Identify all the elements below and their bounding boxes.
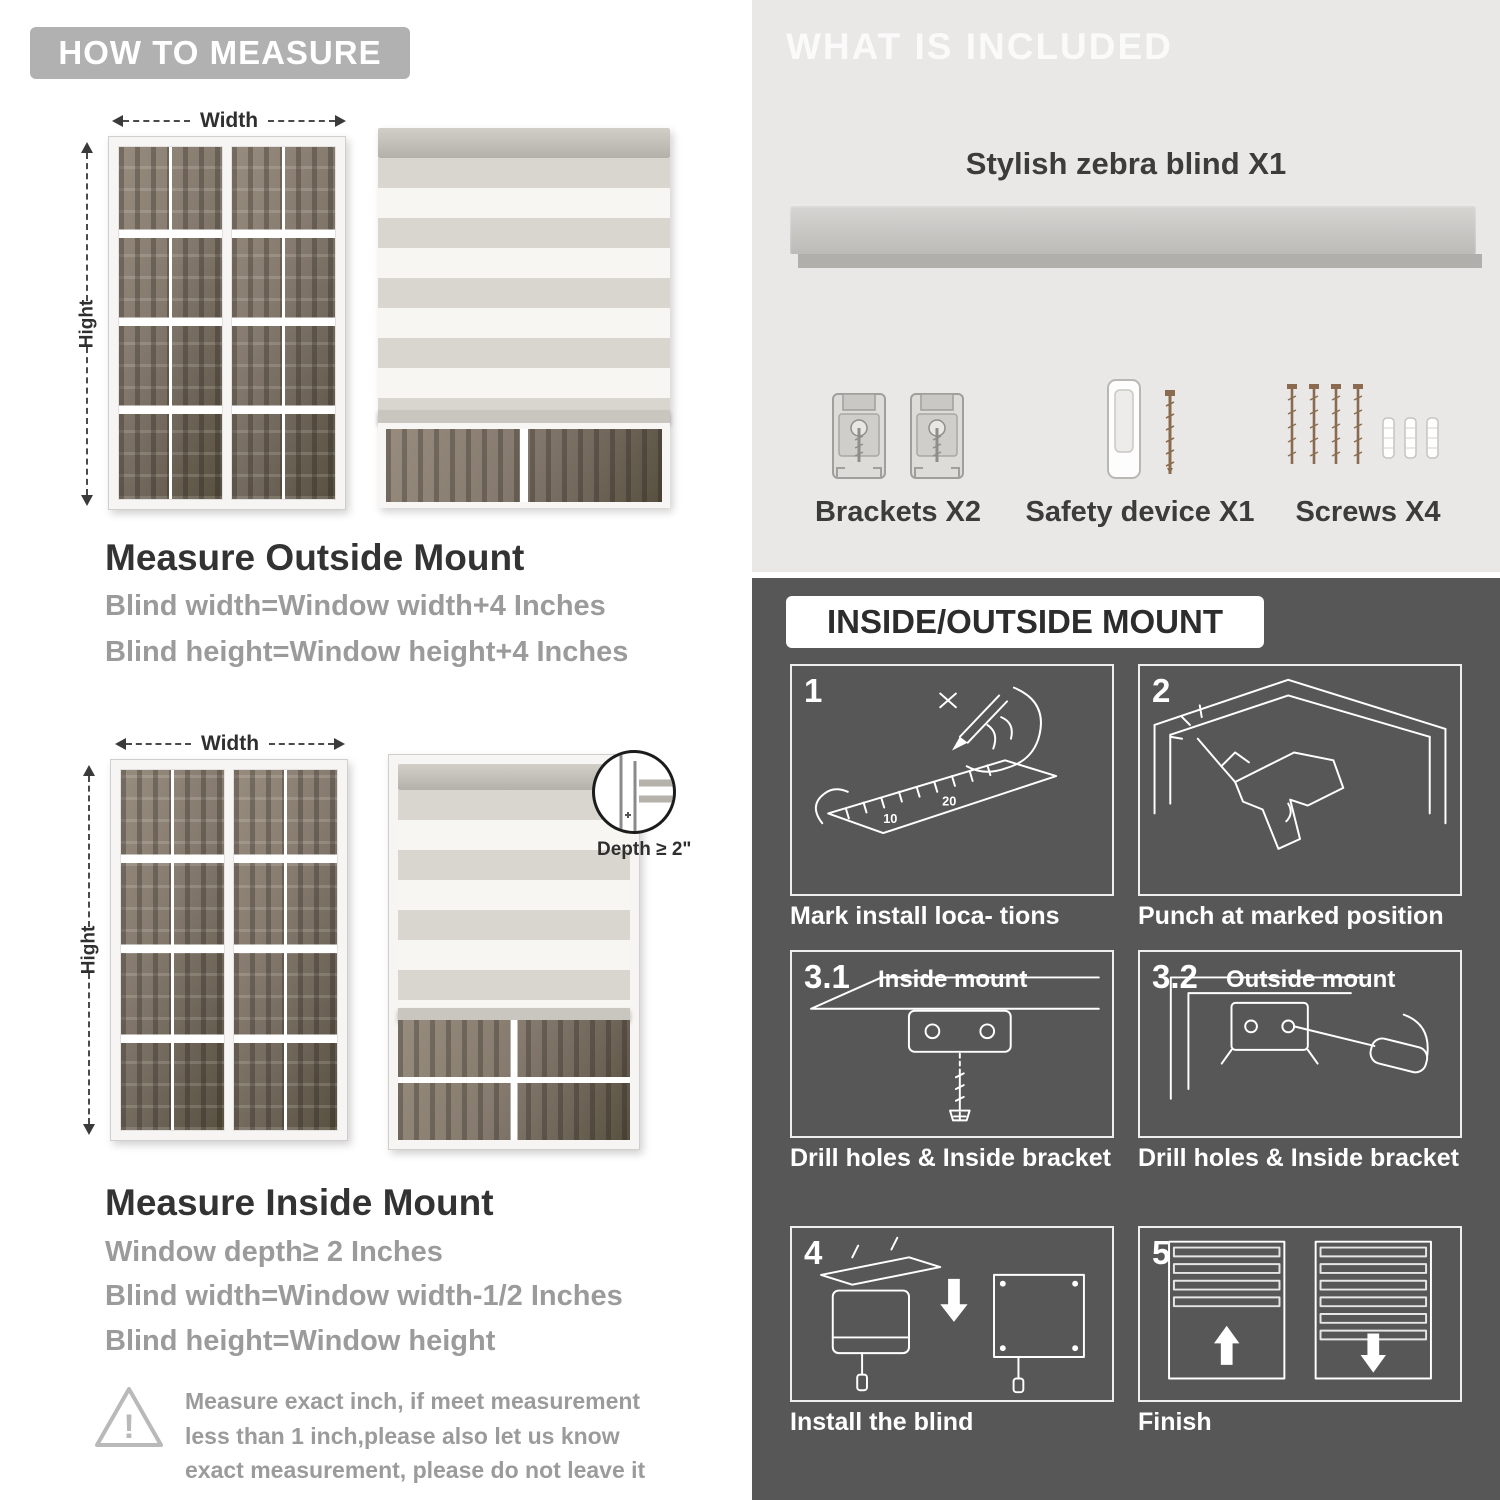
svg-text:10: 10 [883,811,897,826]
arrow-up-icon [81,142,93,153]
depth-requirement-label: Depth ≥ 2" [597,839,692,860]
measurement-warning-text: Measure exact inch, if meet measurement … [185,1388,646,1483]
blind-bottom-rail [398,1008,630,1020]
screws-icon [1287,384,1439,464]
outside-bracket-drawing [1169,976,1429,1100]
step-number: 2 [1152,672,1171,709]
outside-mount-heading: Measure Outside Mount [105,537,525,578]
inside-mount-heading: Measure Inside Mount [105,1182,494,1223]
step-3-1-box: 3.1 Inside mount [790,950,1114,1138]
outside-mount-rule-height: Blind height=Window height+4 Inches [105,636,629,668]
step-3-1-caption: Drill holes & Inside bracket [790,1144,1111,1172]
window-illustration-outside [108,136,346,510]
height-dimension-arrow-2: Hight [78,765,100,1135]
zebra-blind-outside-mount [378,128,670,508]
svg-text:!: ! [123,1408,134,1446]
window-sash-right [233,769,338,1131]
what-is-included-title: WHAT IS INCLUDED [786,26,1173,67]
zebra-blind-inside-mount [388,754,640,1150]
product-name: Stylish zebra blind X1 [965,146,1287,181]
step-2-caption: Punch at marked position [1138,902,1444,930]
arrow-down-icon [83,1124,95,1135]
arrow-left-icon [115,738,126,750]
inside-mount-rule-depth: Window depth≥ 2 Inches [105,1236,443,1268]
window-sash-left [118,146,223,500]
safety-device-label: Safety device X1 [1025,496,1255,528]
included-item-safety-device: Safety device X1 [1018,350,1262,529]
brackets-label: Brackets X2 [814,496,982,528]
arrow-up-icon [83,765,95,776]
height-label: Hight [76,299,98,349]
step-number: 4 [804,1234,823,1271]
height-label: Hight [78,925,100,975]
included-item-brackets: Brackets X2 [792,350,1004,529]
step-3-2-box: 3.2 Outside mount [1138,950,1462,1138]
width-dimension-arrow: Width [112,109,346,132]
blind-stripes [378,158,670,410]
step-number: 1 [804,672,823,709]
step-number: 3.2 [1152,958,1198,995]
arrow-down-icon [81,495,93,506]
mount-banner: INSIDE/OUTSIDE MOUNT [786,596,1264,648]
warning-triangle-icon: ! [92,1383,166,1458]
step-5-box: 5 [1138,1226,1462,1402]
bracket-icon [832,393,886,479]
step-4-box: 4 [790,1226,1114,1402]
outside-mount-sublabel: Outside mount [1226,966,1396,993]
svg-text:20: 20 [942,794,956,809]
step-5-caption: Finish [1138,1408,1212,1436]
screws-label: Screws X4 [1295,496,1441,528]
mount-title: INSIDE/OUTSIDE MOUNT [826,603,1224,640]
blind-headrail [378,128,670,158]
width-label: Width [199,109,259,132]
zebra-blind-headrail-lip [798,254,1482,268]
arrow-left-icon [112,115,123,127]
zebra-blind-headrail-image [790,204,1476,254]
step-1-box: 10 20 1 [790,664,1114,896]
finish-drawing [1168,1240,1432,1380]
blind-bottom-rail [378,410,670,423]
window-below-blind [398,1020,630,1140]
how-to-measure-title: HOW TO MEASURE [58,34,382,71]
inside-mount-sublabel: Inside mount [878,966,1028,993]
step-2-box: 2 [1138,664,1462,896]
window-depth-corner-icon [619,753,673,831]
blind-stripes [398,790,630,1008]
step-3-2-caption: Drill holes & Inside bracket [1138,1144,1459,1172]
window-sash-left [120,769,225,1131]
arrow-right-icon [335,115,346,127]
blind-headrail [398,764,630,790]
arrow-right-icon [334,738,345,750]
depth-detail-magnifier [592,750,676,834]
window-illustration-inside [110,759,348,1141]
bracket-icon [910,393,964,479]
screw-icon [1165,390,1175,474]
window-sash-right [231,146,336,500]
width-label: Width [200,732,260,755]
safety-device-icon [1107,379,1141,479]
how-to-measure-banner: HOW TO MEASURE [30,27,410,79]
mark-locations-drawing: 10 20 [814,686,1058,835]
inside-bracket-drawing [810,976,1100,1122]
install-blind-drawing [820,1236,1085,1394]
window-below-blind [378,423,670,508]
drill-drawing [1153,678,1447,850]
width-dimension-arrow-2: Width [115,732,345,755]
inside-mount-rule-width: Blind width=Window width-1/2 Inches [105,1280,623,1312]
step-4-caption: Install the blind [790,1408,974,1436]
step-number: 3.1 [804,958,850,995]
outside-mount-rule-width: Blind width=Window width+4 Inches [105,590,606,622]
step-number: 5 [1152,1234,1171,1271]
step-1-caption: Mark install loca- tions [790,902,1060,930]
included-item-screws: Screws X4 [1262,350,1474,529]
height-dimension-arrow: Hight [76,142,98,506]
inside-mount-rule-height: Blind height=Window height [105,1325,496,1357]
